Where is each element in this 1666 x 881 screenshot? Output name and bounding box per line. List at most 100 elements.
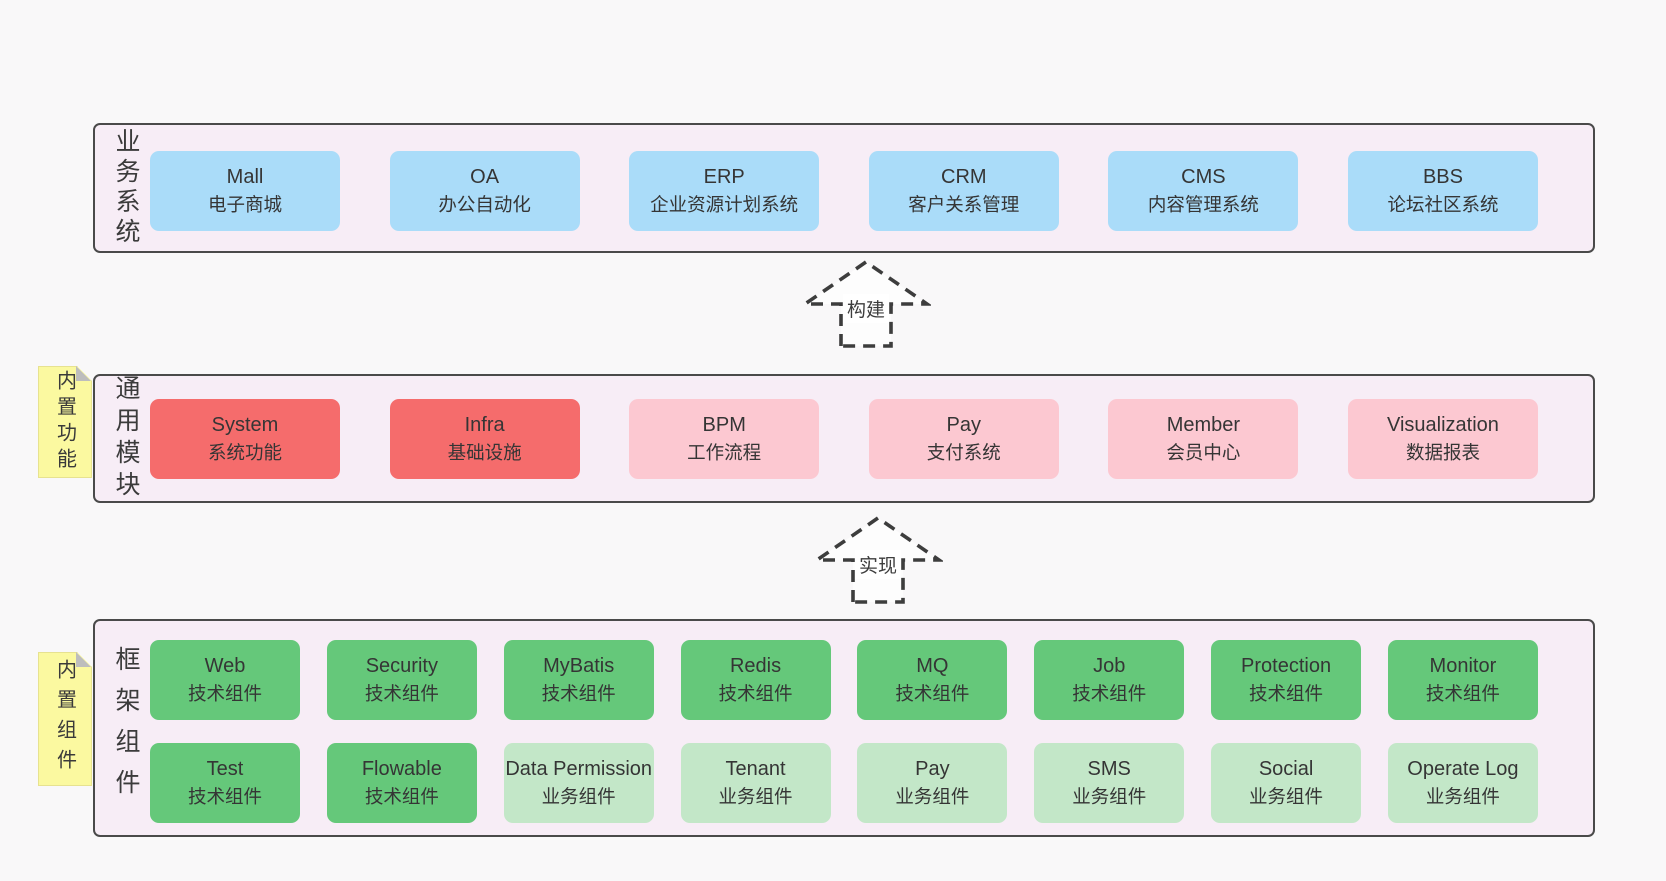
box-protection: Protection 技术组件 (1211, 640, 1362, 720)
box-subtitle: 客户关系管理 (908, 194, 1020, 216)
box-subtitle: 电子商城 (207, 194, 282, 216)
box-monitor: Monitor 技术组件 (1387, 640, 1538, 720)
box-title: MyBatis (543, 655, 615, 678)
box-title: Pay (946, 414, 982, 437)
box-title: Member (1166, 414, 1241, 437)
box-title: Visualization (1387, 414, 1499, 437)
box-cms: CMS 内容管理系统 (1108, 151, 1299, 231)
sticky-note-built-in-components: 内置组件 (38, 652, 92, 786)
box-subtitle: 技术组件 (895, 683, 970, 705)
box-subtitle: 技术组件 (1249, 683, 1324, 705)
box-title: Web (204, 655, 246, 678)
box-title: Protection (1241, 655, 1332, 678)
box-subtitle: 内容管理系统 (1147, 194, 1259, 216)
band-framework-label: 框架组件 (112, 646, 140, 810)
box-mall: Mall 电子商城 (150, 151, 340, 231)
box-erp: ERP 企业资源计划系统 (629, 151, 820, 231)
framework-row-1: Web 技术组件 Security 技术组件 MyBatis 技术组件 Redi… (150, 640, 1538, 720)
common-boxes-row: System 系统功能 Infra 基础设施 BPM 工作流程 Pay 支付系统… (150, 399, 1538, 479)
box-subtitle: 技术组件 (1425, 683, 1500, 705)
box-title: CMS (1181, 166, 1226, 189)
box-title: Test (206, 758, 244, 781)
box-title: CRM (941, 166, 987, 189)
box-subtitle: 业务组件 (1249, 786, 1324, 808)
sticky-fold-corner-icon (76, 652, 91, 667)
box-subtitle: 技术组件 (187, 786, 262, 808)
box-subtitle: 数据报表 (1405, 442, 1480, 464)
box-subtitle: 基础设施 (447, 442, 522, 464)
box-pay-module: Pay 支付系统 (868, 399, 1059, 479)
box-subtitle: 系统功能 (207, 442, 282, 464)
box-job: Job 技术组件 (1034, 640, 1185, 720)
box-subtitle: 支付系统 (926, 442, 1001, 464)
box-title: Redis (729, 655, 782, 678)
box-mybatis: MyBatis 技术组件 (503, 640, 654, 720)
box-flowable: Flowable 技术组件 (326, 743, 477, 823)
box-subtitle: 业务组件 (1425, 786, 1500, 808)
box-security: Security 技术组件 (326, 640, 477, 720)
box-subtitle: 业务组件 (1072, 786, 1147, 808)
box-subtitle: 会员中心 (1166, 442, 1241, 464)
sticky-note-built-in-features: 内置功能 (38, 366, 92, 478)
box-bbs: BBS 论坛社区系统 (1347, 151, 1538, 231)
sticky-note-label: 内置功能 (53, 370, 76, 474)
box-subtitle: 办公自动化 (438, 194, 531, 216)
box-mq: MQ 技术组件 (857, 640, 1008, 720)
box-web: Web 技术组件 (150, 640, 300, 720)
box-title: Social (1258, 758, 1314, 781)
box-subtitle: 技术组件 (187, 683, 262, 705)
box-title: Job (1093, 655, 1126, 678)
box-title: OA (470, 166, 500, 189)
band-common-label: 通用模块 (112, 374, 140, 503)
arrow-build-up: 构建 (801, 258, 931, 348)
band-business-label: 业务系统 (112, 128, 140, 248)
box-title: Data Permission (505, 758, 653, 781)
box-bpm: BPM 工作流程 (629, 399, 820, 479)
band-business-systems: 业务系统 Mall 电子商城 OA 办公自动化 ERP 企业资源计划系统 CRM… (93, 123, 1595, 253)
box-title: Mall (226, 166, 264, 189)
box-pay-component: Pay 业务组件 (857, 743, 1008, 823)
box-title: Infra (464, 414, 505, 437)
box-title: System (211, 414, 279, 437)
box-infra: Infra 基础设施 (389, 399, 580, 479)
box-subtitle: 技术组件 (541, 683, 616, 705)
box-member: Member 会员中心 (1108, 399, 1299, 479)
box-system: System 系统功能 (150, 399, 340, 479)
box-title: Flowable (361, 758, 442, 781)
box-title: Security (365, 655, 438, 678)
sticky-note-label: 内置组件 (53, 659, 76, 779)
box-title: Monitor (1429, 655, 1497, 678)
box-subtitle: 业务组件 (541, 786, 616, 808)
box-crm: CRM 客户关系管理 (868, 151, 1059, 231)
box-subtitle: 业务组件 (895, 786, 970, 808)
box-visualization: Visualization 数据报表 (1347, 399, 1538, 479)
box-tenant: Tenant 业务组件 (680, 743, 831, 823)
box-subtitle: 企业资源计划系统 (650, 194, 799, 216)
framework-row-2: Test 技术组件 Flowable 技术组件 Data Permission … (150, 743, 1538, 823)
box-title: Tenant (725, 758, 786, 781)
box-subtitle: 工作流程 (687, 442, 762, 464)
box-subtitle: 业务组件 (718, 786, 793, 808)
box-title: Pay (915, 758, 950, 781)
box-data-permission: Data Permission 业务组件 (503, 743, 654, 823)
box-title: ERP (703, 166, 745, 189)
box-operate-log: Operate Log 业务组件 (1387, 743, 1538, 823)
arrow-implement-label: 实现 (854, 550, 902, 579)
box-oa: OA 办公自动化 (389, 151, 580, 231)
box-title: MQ (916, 655, 949, 678)
box-subtitle: 论坛社区系统 (1387, 194, 1499, 216)
sticky-fold-corner-icon (76, 366, 91, 381)
business-boxes-row: Mall 电子商城 OA 办公自动化 ERP 企业资源计划系统 CRM 客户关系… (150, 151, 1538, 231)
box-social: Social 业务组件 (1211, 743, 1362, 823)
box-subtitle: 技术组件 (364, 683, 439, 705)
arrow-implement-up: 实现 (813, 514, 943, 604)
box-sms: SMS 业务组件 (1034, 743, 1185, 823)
box-subtitle: 技术组件 (364, 786, 439, 808)
band-framework-components: 框架组件 Web 技术组件 Security 技术组件 MyBatis 技术组件… (93, 619, 1595, 837)
box-title: SMS (1087, 758, 1131, 781)
box-title: Operate Log (1407, 758, 1519, 781)
box-subtitle: 技术组件 (718, 683, 793, 705)
box-redis: Redis 技术组件 (680, 640, 831, 720)
box-test: Test 技术组件 (150, 743, 300, 823)
box-title: BBS (1422, 166, 1463, 189)
